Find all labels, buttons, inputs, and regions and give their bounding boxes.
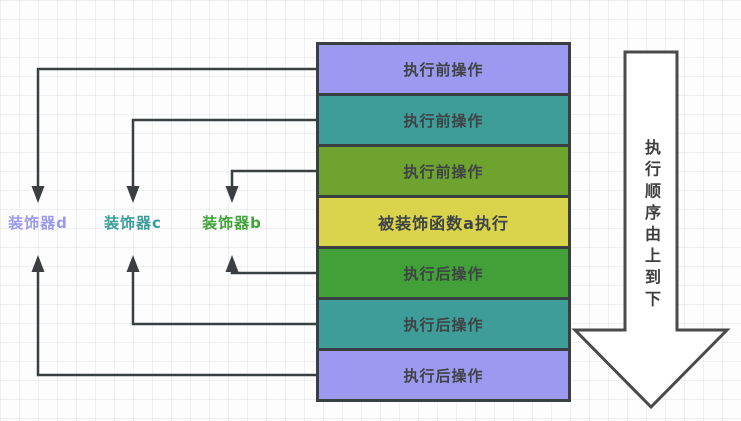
box-post-op-d: 执行后操作 [316,348,571,402]
arrowhead-down-d [31,186,45,203]
connector-lines [36,67,316,377]
box-pre-op-d: 执行前操作 [316,42,571,96]
connector-post-to-c [131,271,316,326]
connector-post-to-b [230,271,316,275]
label-decorator-d: 装饰器d [8,214,68,232]
box-decorated-function: 被装饰函数a执行 [316,195,571,249]
label-decorator-b: 装饰器b [202,214,262,232]
connector-arrowheads [31,186,239,272]
arrowhead-up-c [126,255,140,272]
box-pre-op-b: 执行前操作 [316,144,571,198]
arrowhead-down-c [126,186,140,203]
box-post-op-c: 执行后操作 [316,297,571,351]
arrowhead-down-b [225,186,239,203]
label-decorator-c: 装饰器c [104,214,162,232]
execution-order-arrow-shape [571,50,731,410]
operation-stack: 执行前操作 执行前操作 执行前操作 被装饰函数a执行 执行后操作 执行后操作 执… [316,42,571,402]
connector-pre-to-b [230,169,316,187]
arrowhead-up-b [225,255,239,272]
connector-post-to-d [36,271,316,377]
connector-pre-to-c [131,118,316,187]
connector-pre-to-d [36,67,316,187]
box-pre-op-c: 执行前操作 [316,93,571,147]
arrowhead-up-d [31,255,45,272]
execution-order-text: 执行顺序由上到下 [642,138,661,312]
box-post-op-b: 执行后操作 [316,246,571,300]
